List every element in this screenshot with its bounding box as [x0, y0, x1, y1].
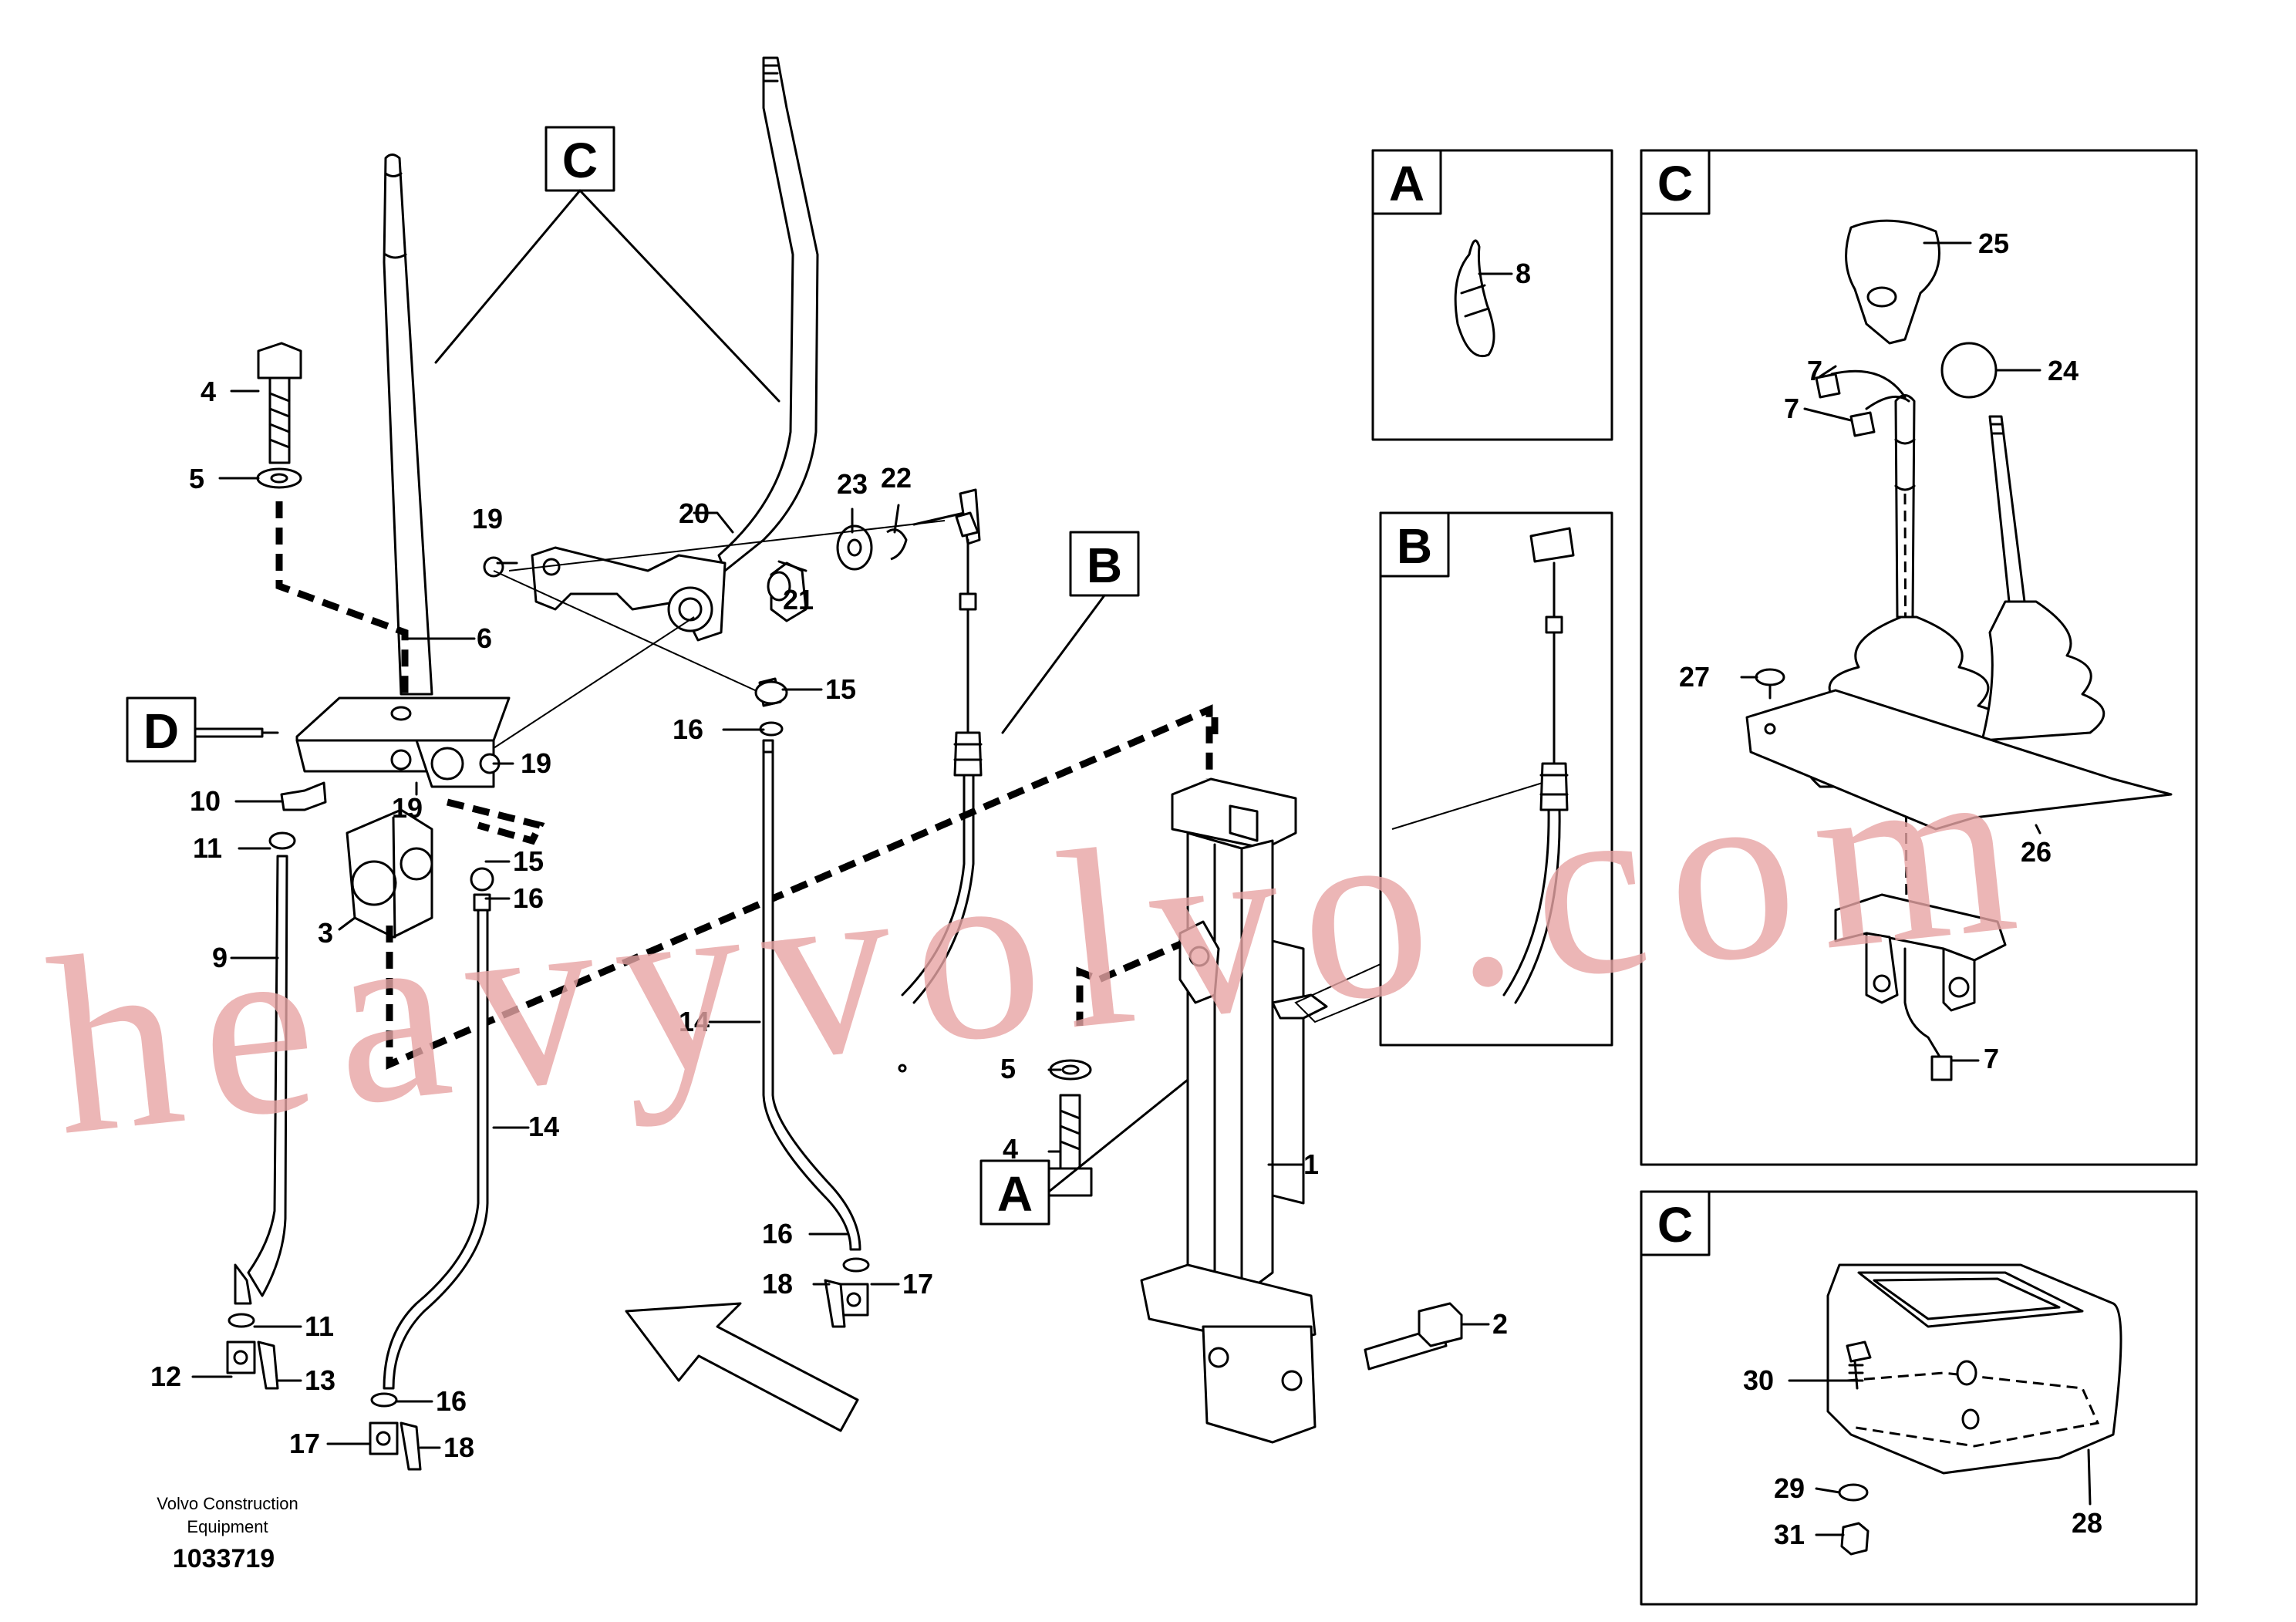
leader-lines	[191, 241, 2092, 1536]
callout-14b: 14	[679, 1006, 710, 1037]
detail-box-c1: C	[1640, 149, 2198, 1166]
caption: Volvo Construction Equipment 1033719	[157, 1494, 298, 1573]
callout-29: 29	[1774, 1472, 1805, 1504]
callout-8: 8	[1515, 258, 1531, 289]
box-c2-label: C	[1657, 1197, 1693, 1253]
label-b-main: B	[1001, 531, 1140, 734]
detail-box-a: A	[1371, 149, 1613, 441]
pedestal	[1047, 777, 1463, 1444]
callout-5b: 5	[1000, 1053, 1016, 1084]
callout-14a: 14	[528, 1111, 559, 1142]
knob	[1845, 219, 1940, 345]
callout-11b: 11	[305, 1310, 334, 1342]
cable-b	[898, 511, 983, 1073]
callout-15a: 15	[825, 673, 856, 705]
rod-14-middle	[762, 739, 870, 1328]
callout-31: 31	[1774, 1519, 1805, 1550]
callout-16a: 16	[673, 713, 703, 745]
callout-28: 28	[2072, 1507, 2102, 1539]
box-a-label: A	[1389, 156, 1424, 211]
callout-19a: 19	[472, 503, 503, 534]
callout-20: 20	[679, 497, 710, 529]
callout-3: 3	[318, 917, 333, 949]
callout-21: 21	[783, 584, 814, 615]
caption-line2: Equipment	[187, 1517, 268, 1536]
callout-25: 25	[1978, 228, 2009, 259]
callout-13: 13	[305, 1364, 335, 1396]
box-b-label: B	[1397, 518, 1432, 574]
label-d-text: D	[143, 703, 179, 759]
callout-7a: 7	[1807, 355, 1822, 386]
callout-24: 24	[2048, 355, 2079, 386]
drawing-number: 1033719	[173, 1544, 275, 1573]
callout-9: 9	[212, 942, 228, 973]
callout-7c: 7	[1984, 1043, 1999, 1074]
detail-box-b: B	[1294, 511, 1613, 1047]
callout-11a: 11	[193, 832, 222, 864]
callout-18a: 18	[762, 1268, 793, 1300]
callouts: 1 2 3 4 4 5 5 6 7 7 7 8 9 10 11 11 12 13…	[150, 228, 2102, 1550]
lever-rod-2	[717, 56, 819, 572]
ball	[1940, 342, 1998, 399]
callout-17a: 17	[902, 1268, 933, 1300]
callout-4a: 4	[201, 376, 216, 407]
lever-rod	[383, 153, 433, 696]
callout-1: 1	[1303, 1148, 1319, 1180]
callout-26: 26	[2021, 836, 2052, 868]
callout-17b: 17	[289, 1428, 320, 1459]
callout-19c: 19	[392, 792, 423, 824]
callout-2: 2	[1492, 1308, 1508, 1340]
callout-16c: 16	[762, 1218, 793, 1249]
direction-arrow	[625, 1302, 859, 1432]
callout-7b: 7	[1784, 393, 1799, 424]
label-c-main: C	[434, 126, 781, 403]
callout-6: 6	[477, 622, 492, 654]
detail-box-c2: C	[1640, 1190, 2198, 1606]
label-a-main: A	[979, 1078, 1189, 1226]
label-d-main: D	[126, 696, 279, 763]
callout-19b: 19	[521, 747, 551, 779]
box-c1-label: C	[1657, 156, 1693, 211]
label-b-text: B	[1087, 538, 1122, 593]
plate	[1745, 689, 2173, 831]
callout-16d: 16	[436, 1385, 467, 1417]
callout-5a: 5	[189, 463, 204, 494]
label-c-text: C	[562, 133, 598, 188]
callout-23: 23	[837, 468, 868, 500]
caption-line1: Volvo Construction	[157, 1494, 298, 1513]
callout-12: 12	[150, 1361, 181, 1392]
callout-22: 22	[881, 462, 912, 494]
callout-4b: 4	[1003, 1133, 1018, 1165]
lever-bracket	[493, 488, 981, 749]
callout-30: 30	[1743, 1364, 1774, 1396]
callout-10: 10	[190, 785, 221, 817]
gear-lever-assembly	[226, 56, 1219, 1471]
cable-tie	[1454, 239, 1495, 357]
callout-15b: 15	[513, 845, 544, 877]
callout-27: 27	[1679, 661, 1710, 693]
label-a-text: A	[997, 1166, 1033, 1222]
callout-18b: 18	[443, 1431, 474, 1463]
callout-16b: 16	[513, 882, 544, 914]
